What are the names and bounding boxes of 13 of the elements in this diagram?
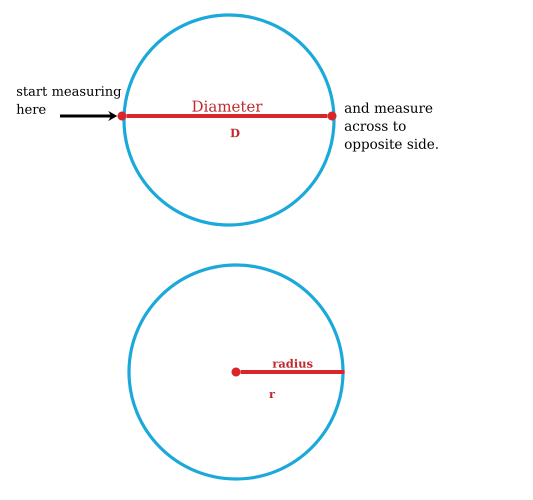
edge-label: radius bbox=[271, 358, 314, 369]
point-dot bbox=[232, 368, 240, 376]
circle bbox=[122, 13, 336, 227]
instruction-text: start measuring here bbox=[16, 86, 122, 114]
symbol-label: D bbox=[230, 128, 240, 138]
symbol-label: r bbox=[269, 392, 276, 398]
edge-label: Diameter bbox=[190, 100, 264, 113]
circle bbox=[127, 263, 345, 481]
point-dot bbox=[118, 112, 126, 120]
line-segment bbox=[240, 370, 345, 374]
note-text: and measure across to opposite side. bbox=[344, 102, 438, 152]
point-dot bbox=[328, 112, 336, 120]
line-segment bbox=[126, 114, 328, 118]
